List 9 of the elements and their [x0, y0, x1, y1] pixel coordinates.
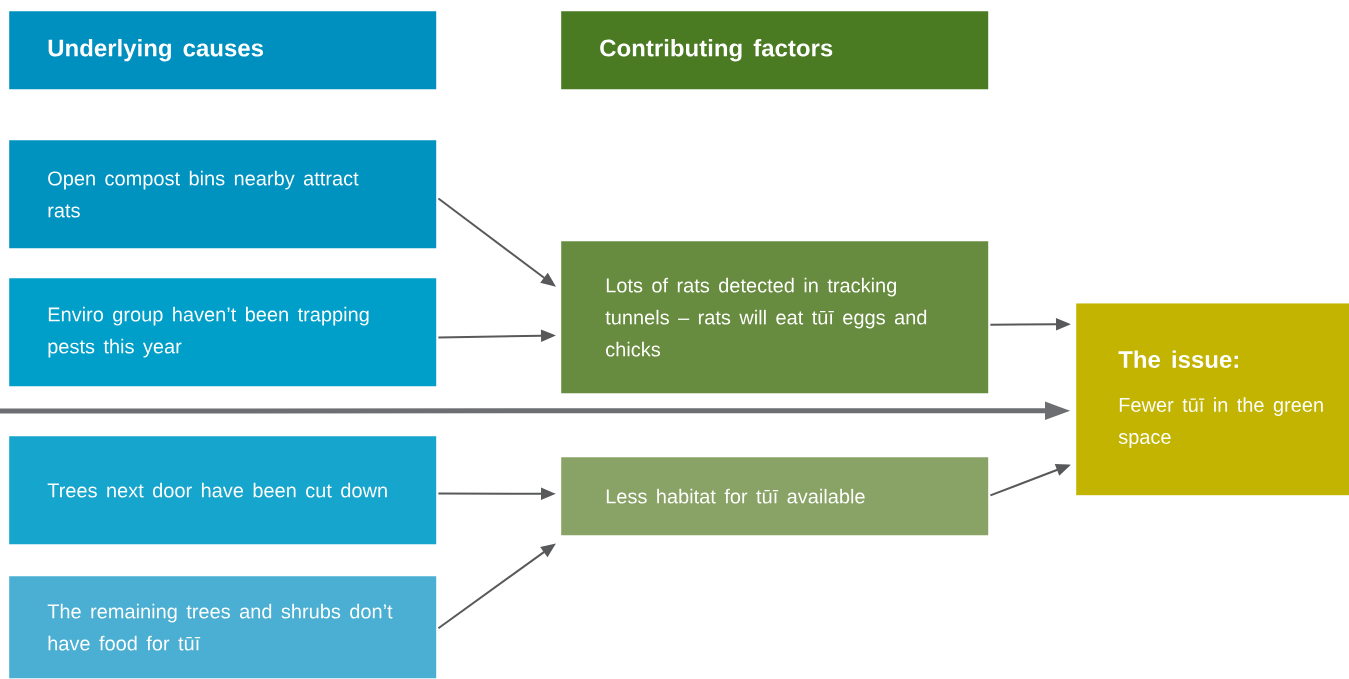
- column-header: Contributing factors: [561, 11, 989, 90]
- cause-box: The remaining trees and shrubs don’t have food for tūī: [9, 576, 437, 679]
- factor-box: Lots of rats detected in tracking tunnels – rats will eat tūī eggs and chicks: [561, 241, 989, 394]
- cause-box: Enviro group haven’t been trapping pests this year: [9, 278, 437, 387]
- issue-box: The issue: Fewer tūī in the green space: [1076, 303, 1349, 496]
- factor-box: Less habitat for tūī available: [561, 457, 989, 536]
- column-header: Underlying causes: [9, 11, 437, 90]
- cause-box: Trees next door have been cut down: [9, 436, 437, 545]
- cause-box: Open compost bins nearby attract rats: [9, 140, 437, 249]
